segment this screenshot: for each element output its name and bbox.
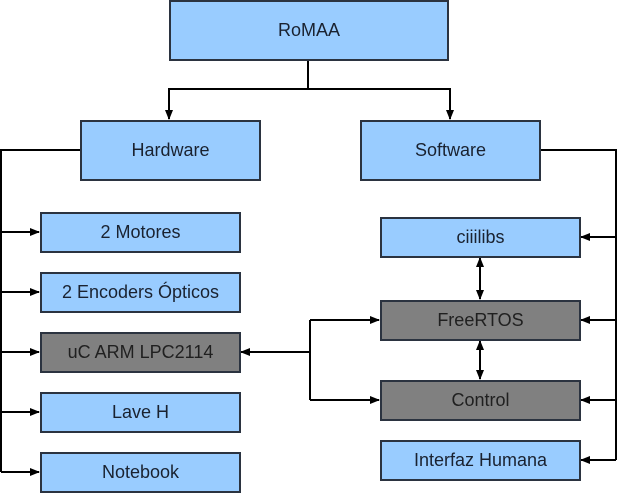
node-encoders-label: 2 Encoders Ópticos	[61, 282, 220, 302]
node-control-label: Control	[451, 390, 510, 410]
node-freertos-label: FreeRTOS	[437, 310, 524, 330]
node-lave-h: Lave H	[40, 392, 241, 433]
node-ciiilibs-label: ciiilibs	[456, 227, 505, 247]
node-notebook: Notebook	[40, 452, 241, 493]
node-encoders: 2 Encoders Ópticos	[40, 272, 241, 313]
node-freertos: FreeRTOS	[380, 300, 581, 341]
node-motores-label: 2 Motores	[100, 222, 181, 242]
connector-root-to-hardware	[165, 88, 308, 120]
node-software-label: Software	[414, 140, 487, 160]
node-romaa: RoMAA	[169, 0, 449, 61]
node-uc-arm: uC ARM LPC2114	[40, 332, 241, 373]
node-interfaz-humana: Interfaz Humana	[380, 440, 581, 481]
node-hardware-label: Hardware	[131, 140, 210, 160]
node-ciiilibs: ciiilibs	[380, 217, 581, 258]
node-uc-arm-label: uC ARM LPC2114	[67, 342, 214, 362]
node-interfaz-humana-label: Interfaz Humana	[413, 450, 548, 470]
node-hardware: Hardware	[80, 120, 261, 181]
node-romaa-label: RoMAA	[277, 20, 340, 40]
node-control: Control	[380, 380, 581, 421]
connector-hardware-bus	[0, 149, 80, 472]
node-notebook-label: Notebook	[101, 462, 180, 482]
node-software: Software	[360, 120, 541, 181]
connector-root-to-software	[308, 88, 454, 120]
node-motores: 2 Motores	[40, 212, 241, 253]
node-lave-h-label: Lave H	[111, 402, 170, 422]
connector-software-bus	[540, 149, 617, 460]
